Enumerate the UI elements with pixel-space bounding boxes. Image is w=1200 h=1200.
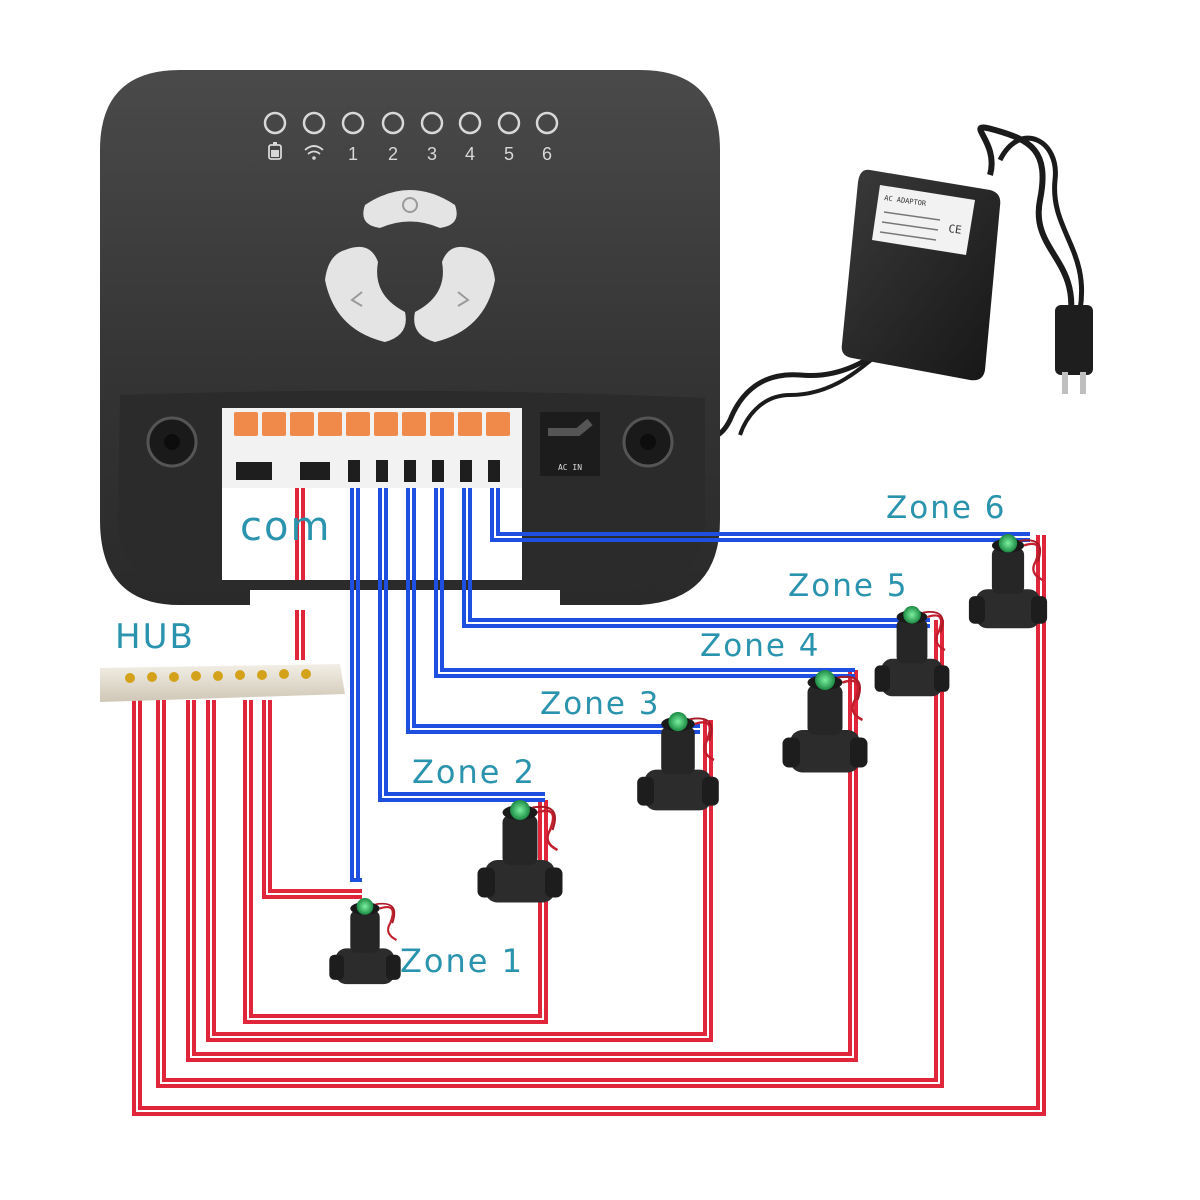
battery-icon xyxy=(268,142,282,160)
valve-zone-2 xyxy=(476,798,564,904)
indicator-label-5: 5 xyxy=(504,144,514,164)
left-button[interactable] xyxy=(325,246,406,342)
terminal-lever[interactable] xyxy=(290,412,314,436)
terminal-lever[interactable] xyxy=(318,412,342,436)
zone-led-3 xyxy=(420,111,444,135)
terminal-lever[interactable] xyxy=(262,412,286,436)
chevron-left-icon xyxy=(350,291,363,307)
zone-1-label: Zone 1 xyxy=(400,942,524,980)
hub-label: HUB xyxy=(115,617,195,657)
terminal-lever[interactable] xyxy=(234,412,258,436)
terminal-lever[interactable] xyxy=(486,412,510,436)
zone-led-6 xyxy=(535,111,559,135)
power-button[interactable] xyxy=(363,190,457,228)
wifi-icon xyxy=(304,145,324,160)
zone-led-2 xyxy=(381,111,405,135)
power-icon xyxy=(402,197,418,213)
zone-wires xyxy=(350,488,1030,882)
terminal-lever[interactable] xyxy=(402,412,426,436)
ce-mark: CE xyxy=(948,222,963,237)
zone-3-label: Zone 3 xyxy=(540,686,661,722)
battery-led xyxy=(263,111,287,135)
terminal-lever[interactable] xyxy=(346,412,370,436)
zone-led-5 xyxy=(497,111,521,135)
terminal-lever[interactable] xyxy=(430,412,454,436)
com-label: com xyxy=(240,504,331,550)
valve-zone-6 xyxy=(967,532,1049,630)
indicator-label-2: 2 xyxy=(388,144,398,164)
terminal-lever[interactable] xyxy=(374,412,398,436)
zone-4-label: Zone 4 xyxy=(700,628,821,664)
terminal-lever[interactable] xyxy=(458,412,482,436)
common-wires xyxy=(132,488,1046,1116)
indicator-row: 1 2 3 4 5 6 xyxy=(263,111,559,164)
zone-led-4 xyxy=(458,111,482,135)
zone-6-label: Zone 6 xyxy=(886,490,1007,526)
zone-5-label: Zone 5 xyxy=(788,568,909,604)
wifi-led xyxy=(302,111,326,135)
indicator-label-6: 6 xyxy=(542,144,552,164)
controller: 1 2 3 4 5 6 xyxy=(100,70,720,605)
ac-in-label: AC IN xyxy=(558,463,582,472)
indicator-label-3: 3 xyxy=(427,144,437,164)
zone-led-1 xyxy=(341,111,365,135)
valve-zone-1 xyxy=(328,896,402,986)
indicator-label-4: 4 xyxy=(465,144,475,164)
chevron-right-icon xyxy=(457,291,470,307)
power-adapter: AC ADAPTOR CE xyxy=(697,124,1093,440)
right-button[interactable] xyxy=(414,246,495,342)
indicator-label-1: 1 xyxy=(348,144,358,164)
hub-bus-bar xyxy=(100,664,345,702)
zone-2-label: Zone 2 xyxy=(412,753,536,791)
